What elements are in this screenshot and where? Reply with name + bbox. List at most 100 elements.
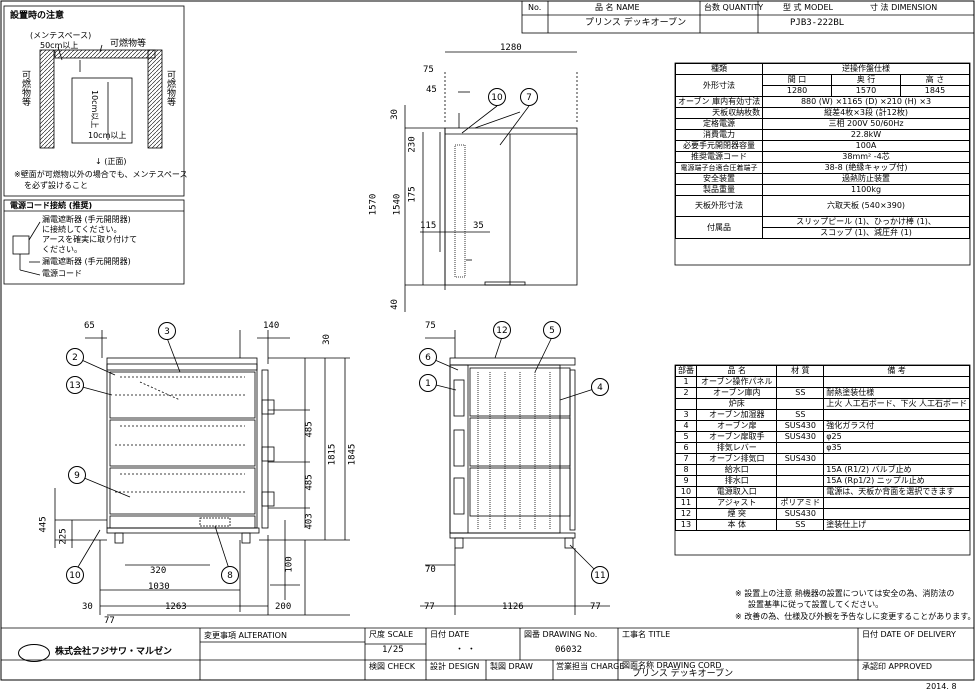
parts-cell: 電源取入口 [695, 486, 778, 498]
parts-cell: 4 [675, 420, 697, 432]
dimension-label: 寸 法 DIMENSION [870, 3, 938, 12]
parts-cell: φ35 [823, 442, 970, 454]
product-name: プリンス デッキオーブン [585, 18, 687, 28]
spec-cell: 高 さ [899, 74, 971, 86]
check-label: 検図 CHECK [369, 662, 416, 671]
drawing-name: プリンス デッキオーブン [632, 669, 734, 679]
name-label: 品 名 NAME [595, 3, 640, 12]
parts-cell [776, 376, 825, 388]
balloon-11: 11 [591, 566, 609, 584]
spec-cell: 逆操作盤仕様 [762, 63, 970, 75]
dim-front-30: 30 [321, 334, 332, 345]
install-note-line2: を必ず設けること [24, 181, 88, 190]
balloon-13: 13 [66, 376, 84, 394]
spec-cell: スリップピール (1)、ひっかけ棒 (1)、 [762, 216, 970, 228]
parts-cell: 排水口 [695, 475, 778, 487]
parts-cell [823, 453, 970, 465]
parts-cell: オーブン扉取手 [695, 431, 778, 443]
parts-cell: オーブン扉 [695, 420, 778, 432]
no-label: No. [528, 3, 542, 12]
spec-cell: 定格電源 [674, 118, 764, 130]
install-note-title: 設置時の注意 [10, 11, 65, 21]
maint-space-label: (メンテスペース) [30, 31, 92, 40]
parts-cell: 1 [675, 376, 697, 388]
power-line5: 漏電遮断器 (手元開閉器) [42, 257, 131, 266]
parts-cell: オーブン排気口 [695, 453, 778, 465]
company-logo [18, 644, 50, 662]
dim-top-35: 35 [473, 221, 484, 231]
note-line3: ※ 改善の為、仕様及び外観を予告なしに変更することがあります。 [735, 612, 975, 621]
parts-cell: 本 体 [695, 519, 778, 531]
parts-cell: 15A (Rp1/2) ニップル止め [823, 475, 970, 487]
spec-cell: 消費電力 [674, 129, 764, 141]
parts-cell: オーブン加湿器 [695, 409, 778, 421]
parts-cell: 耐熱塗装仕様 [823, 387, 970, 399]
dim-front-30b: 30 [82, 602, 93, 612]
dim-front-1263: 1263 [165, 602, 187, 612]
spec-cell: 1280 [762, 85, 833, 97]
dim-10cm-a: 10cm以上 [90, 90, 99, 129]
spec-cell: 過熱防止装置 [762, 173, 970, 185]
parts-cell: SS [776, 519, 825, 531]
model-number: PJB3-222BL [790, 18, 845, 28]
parts-cell: 15A (R1/2) バルブ止め [823, 464, 970, 476]
date-value: ・ ・ [455, 645, 476, 655]
parts-cell [675, 398, 697, 410]
dim-top-1540: 1540 [392, 193, 403, 216]
spec-row: 外形寸法間 口奥 行高 さ [674, 74, 971, 97]
parts-cell: 3 [675, 409, 697, 421]
power-line4: ください。 [42, 245, 82, 254]
parts-header-row: 部番 品 名 材 質 備 考 [675, 365, 970, 377]
spec-row: 天板収納枚数縦差4枚×3段 (計12枚) [674, 107, 970, 119]
spec-cell: 必要手元開閉器容量 [674, 140, 764, 152]
parts-cell: SUS430 [776, 420, 825, 432]
dim-front-1845: 1845 [347, 443, 358, 466]
parts-cell: 塗装仕上げ [823, 519, 970, 531]
drawing-no: 06032 [555, 645, 583, 655]
dim-top-115: 115 [420, 221, 437, 231]
parts-cell [776, 475, 825, 487]
parts-cell: SS [776, 387, 825, 399]
parts-cell: SUS430 [776, 453, 825, 465]
alteration-label: 変更事項 ALTERATION [204, 631, 287, 640]
dim-front-100: 100 [284, 556, 295, 573]
parts-cell: 12 [675, 508, 697, 520]
install-note-line1: ※壁面が可燃物以外の場合でも、メンテスペース [14, 170, 188, 179]
note-line1: ※ 設置上の注意 熱機器の設置については安全の為、消防法の [735, 589, 955, 598]
spec-subcell: 庫内有効寸法 [712, 97, 761, 106]
dim-side-70: 70 [425, 565, 436, 575]
dim-front-485b: 485 [304, 474, 315, 491]
spec-cell: 縦差4枚×3段 (計12枚) [762, 107, 970, 119]
dim-top-30: 30 [389, 109, 400, 120]
parts-cell: 9 [675, 475, 697, 487]
spec-cell: 880 (W) ×1165 (D) ×210 (H) ×3 [762, 96, 970, 108]
dim-front-445: 445 [38, 516, 49, 533]
dim-front-140: 140 [263, 321, 280, 331]
parts-cell: 煙 突 [695, 508, 778, 520]
footer-date: 2014. 8 [926, 682, 957, 691]
scale-label: 尺度 SCALE [369, 630, 414, 639]
dim-top-40: 40 [389, 299, 400, 310]
dim-top-230: 230 [407, 136, 418, 153]
spec-row: 定格電源三相 200V 50/60Hz [674, 118, 970, 130]
date-label: 日付 DATE [430, 630, 470, 639]
balloon-2: 2 [66, 348, 84, 366]
parts-cell: 10 [675, 486, 697, 498]
balloon-8: 8 [221, 566, 239, 584]
power-line2: に接続してください。 [42, 225, 122, 234]
spec-cell: 奥 行 [831, 74, 901, 86]
dim-10cm-b: 10cm以上 [88, 131, 127, 140]
balloon-1: 1 [419, 374, 437, 392]
parts-header-cell: 備 考 [823, 365, 970, 377]
